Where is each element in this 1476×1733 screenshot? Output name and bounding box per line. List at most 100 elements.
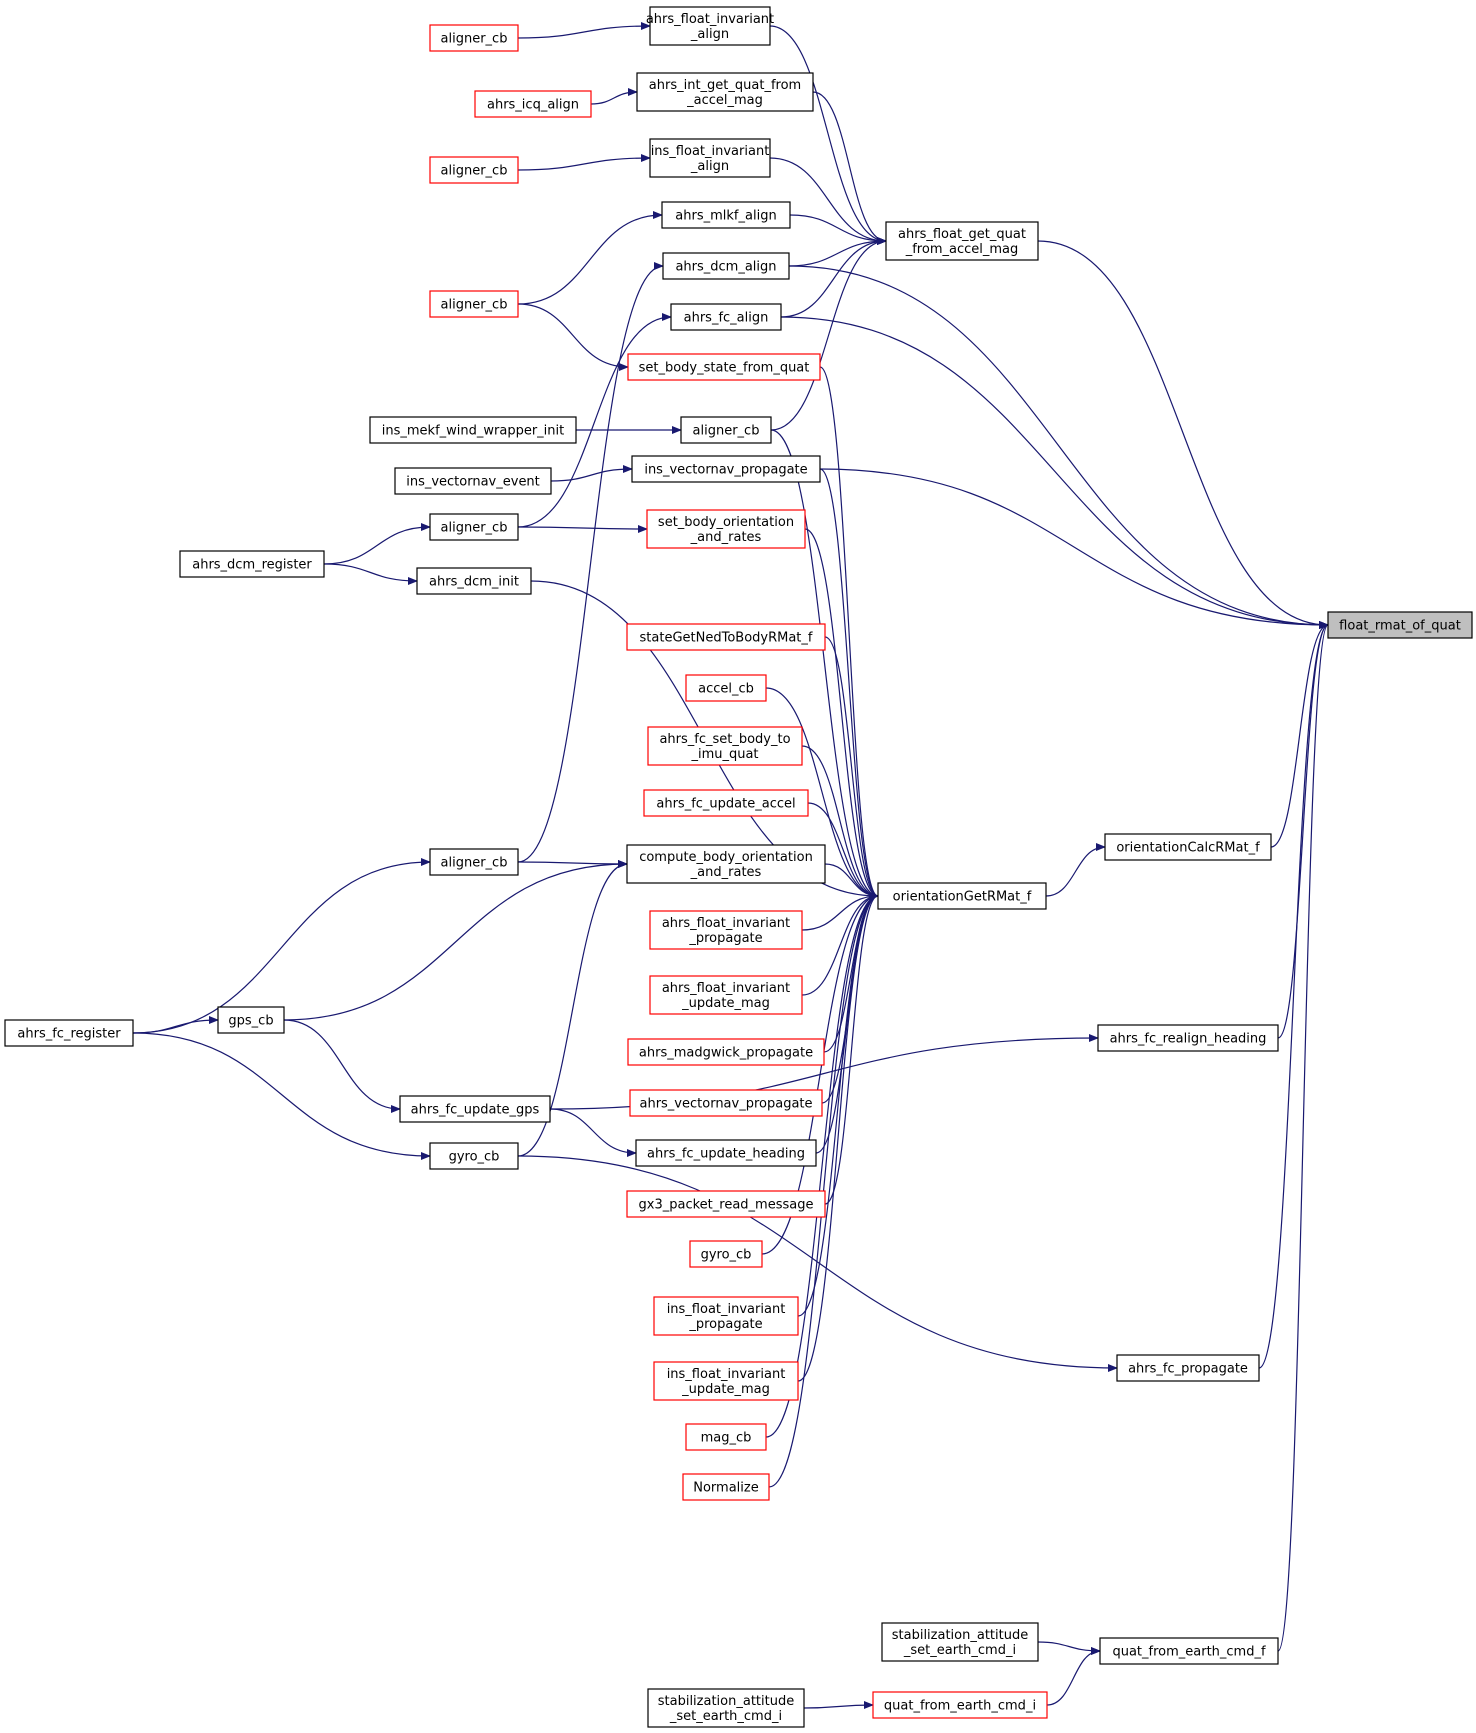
node-label: ahrs_fc_update_gps bbox=[411, 1103, 540, 1118]
edge-accel-cb-to-orientationgetrmat-f bbox=[765, 687, 879, 900]
node-label: set_body_orientation bbox=[658, 515, 794, 530]
edge-set-body-orientation-and-rates-to-orientationgetrmat-f bbox=[804, 528, 879, 900]
edge-ahrs-mlkf-align-to-ahrs-float-get-quat-from-accel-mag bbox=[789, 214, 887, 245]
edge-ahrs-fc-update-accel-to-orientationgetrmat-f bbox=[807, 802, 879, 900]
node-ahrs-float-invariant-update-mag[interactable]: ahrs_float_invariant_update_mag bbox=[649, 975, 803, 1015]
node-ahrs-int-get-quat-from-accel-mag[interactable]: ahrs_int_get_quat_from_accel_mag bbox=[636, 72, 814, 112]
node-gps-cb[interactable]: gps_cb bbox=[217, 1006, 285, 1034]
node-ahrs-fc-align[interactable]: ahrs_fc_align bbox=[670, 303, 782, 331]
node-label: _imu_quat bbox=[690, 747, 758, 762]
node-label: ahrs_fc_update_heading bbox=[647, 1147, 805, 1162]
node-label: ahrs_float_get_quat bbox=[898, 227, 1026, 242]
edge-ins-vectornav-propagate-to-float-rmat-of-quat bbox=[819, 468, 1329, 629]
node-ahrs-fc-propagate[interactable]: ahrs_fc_propagate bbox=[1116, 1354, 1260, 1382]
node-ins-float-invariant-propagate[interactable]: ins_float_invariant_propagate bbox=[653, 1296, 799, 1336]
node-ahrs-madgwick-propagate[interactable]: ahrs_madgwick_propagate bbox=[627, 1038, 825, 1066]
node-ahrs-fc-realign-heading[interactable]: ahrs_fc_realign_heading bbox=[1097, 1024, 1279, 1052]
node-label: ahrs_fc_update_accel bbox=[656, 797, 795, 812]
node-box bbox=[626, 844, 826, 884]
node-box bbox=[626, 1190, 826, 1218]
node-ahrs-icq-align[interactable]: ahrs_icq_align bbox=[474, 90, 592, 118]
node-label: gyro_cb bbox=[449, 1150, 500, 1165]
node-box bbox=[399, 1095, 551, 1123]
node-label: _propagate bbox=[688, 931, 762, 946]
node-box bbox=[685, 674, 767, 702]
node-ins-float-invariant-align[interactable]: ins_float_invariant_align bbox=[649, 138, 771, 178]
node-label: _align bbox=[690, 159, 729, 174]
node-aligner-cb[interactable]: aligner_cb bbox=[429, 156, 519, 184]
node-orientationgetrmat-f[interactable]: orientationGetRMat_f bbox=[877, 882, 1047, 910]
node-ins-vectornav-event[interactable]: ins_vectornav_event bbox=[394, 467, 552, 495]
node-ins-float-invariant-update-mag[interactable]: ins_float_invariant_update_mag bbox=[653, 1361, 799, 1401]
node-ahrs-float-get-quat-from-accel-mag[interactable]: ahrs_float_get_quat_from_accel_mag bbox=[885, 221, 1039, 261]
node-ahrs-fc-register[interactable]: ahrs_fc_register bbox=[4, 1019, 134, 1047]
node-ahrs-mlkf-align[interactable]: ahrs_mlkf_align bbox=[661, 201, 791, 229]
node-mag-cb[interactable]: mag_cb bbox=[685, 1423, 767, 1451]
node-label: ahrs_dcm_register bbox=[192, 558, 312, 573]
node-ahrs-fc-set-body-to-imu-quat[interactable]: ahrs_fc_set_body_to_imu_quat bbox=[647, 726, 803, 766]
node-box bbox=[682, 1473, 770, 1501]
node-ins-mekf-wind-wrapper-init[interactable]: ins_mekf_wind_wrapper_init bbox=[369, 416, 577, 444]
node-ahrs-float-invariant-align[interactable]: ahrs_float_invariant_align bbox=[646, 6, 774, 46]
edge-stabilization-attitude-set-earth-cmd-i-to-quat-from-earth-cmd-f bbox=[1037, 1641, 1101, 1655]
node-stategetnedtobodyrmat-f[interactable]: stateGetNedToBodyRMat_f bbox=[626, 623, 826, 651]
node-ahrs-fc-update-heading[interactable]: ahrs_fc_update_heading bbox=[635, 1139, 817, 1167]
node-aligner-cb[interactable]: aligner_cb bbox=[429, 24, 519, 52]
node-label: ahrs_fc_align bbox=[684, 311, 769, 326]
node-accel-cb[interactable]: accel_cb bbox=[685, 674, 767, 702]
edge-gyro-cb-to-ahrs-fc-propagate bbox=[517, 1155, 1118, 1372]
edge-mag-cb-to-orientationgetrmat-f bbox=[765, 892, 879, 1438]
node-ins-vectornav-propagate[interactable]: ins_vectornav_propagate bbox=[631, 455, 821, 483]
node-gyro-cb[interactable]: gyro_cb bbox=[689, 1240, 763, 1268]
edge-ahrs-float-invariant-align-to-ahrs-float-get-quat-from-accel-mag bbox=[769, 25, 887, 245]
node-box bbox=[429, 1142, 519, 1170]
edge-ahrs-dcm-register-to-ahrs-dcm-init bbox=[323, 563, 418, 585]
edge-ahrs-float-invariant-propagate-to-orientationgetrmat-f bbox=[801, 892, 879, 931]
node-stabilization-attitude-set-earth-cmd-i[interactable]: stabilization_attitude_set_earth_cmd_i bbox=[881, 1622, 1039, 1662]
node-set-body-state-from-quat[interactable]: set_body_state_from_quat bbox=[627, 353, 821, 381]
node-quat-from-earth-cmd-i[interactable]: quat_from_earth_cmd_i bbox=[872, 1691, 1048, 1719]
node-box bbox=[1097, 1024, 1279, 1052]
edge-ahrs-fc-update-gps-to-ahrs-fc-update-heading bbox=[549, 1108, 637, 1157]
node-compute-body-orientation-and-rates[interactable]: compute_body_orientation_and_rates bbox=[626, 844, 826, 884]
node-ahrs-fc-update-gps[interactable]: ahrs_fc_update_gps bbox=[399, 1095, 551, 1123]
node-box bbox=[4, 1019, 134, 1047]
node-ahrs-dcm-align[interactable]: ahrs_dcm_align bbox=[662, 252, 790, 280]
node-label: _set_earth_cmd_i bbox=[903, 1643, 1016, 1658]
node-ahrs-dcm-register[interactable]: ahrs_dcm_register bbox=[179, 550, 325, 578]
node-aligner-cb[interactable]: aligner_cb bbox=[429, 513, 519, 541]
node-label: set_body_state_from_quat bbox=[639, 361, 810, 376]
node-gx3-packet-read-message[interactable]: gx3_packet_read_message bbox=[626, 1190, 826, 1218]
node-box bbox=[646, 509, 806, 549]
node-aligner-cb[interactable]: aligner_cb bbox=[429, 290, 519, 318]
nodes-layer: aligner_cbahrs_icq_alignaligner_cbaligne… bbox=[4, 6, 1473, 1728]
edge-aligner-cb-to-ahrs-float-invariant-align bbox=[517, 22, 651, 39]
node-box bbox=[626, 623, 826, 651]
edge-ahrs-fc-realign-heading-to-float-rmat-of-quat bbox=[1277, 621, 1329, 1039]
node-label: _and_rates bbox=[690, 530, 762, 545]
edge-ins-vectornav-event-to-ins-vectornav-propagate bbox=[550, 465, 633, 482]
node-float-rmat-of-quat[interactable]: float_rmat_of_quat bbox=[1327, 611, 1473, 639]
node-normalize[interactable]: Normalize bbox=[682, 1473, 770, 1501]
node-quat-from-earth-cmd-f[interactable]: quat_from_earth_cmd_f bbox=[1099, 1637, 1279, 1665]
node-box bbox=[394, 467, 552, 495]
node-label: ahrs_int_get_quat_from bbox=[649, 78, 801, 93]
node-ahrs-vectornav-propagate[interactable]: ahrs_vectornav_propagate bbox=[629, 1089, 823, 1117]
edge-ins-float-invariant-align-to-ahrs-float-get-quat-from-accel-mag bbox=[769, 157, 887, 245]
node-ahrs-dcm-init[interactable]: ahrs_dcm_init bbox=[416, 567, 532, 595]
node-stabilization-attitude-set-earth-cmd-i[interactable]: stabilization_attitude_set_earth_cmd_i bbox=[647, 1688, 805, 1728]
edge-ins-float-invariant-propagate-to-orientationgetrmat-f bbox=[797, 892, 879, 1317]
node-box bbox=[653, 1296, 799, 1336]
node-aligner-cb[interactable]: aligner_cb bbox=[429, 848, 519, 876]
edge-aligner-cb-to-ahrs-dcm-align bbox=[517, 262, 664, 863]
edges-layer bbox=[132, 22, 1329, 1710]
node-box bbox=[647, 726, 803, 766]
node-set-body-orientation-and-rates[interactable]: set_body_orientation_and_rates bbox=[646, 509, 806, 549]
edge-quat-from-earth-cmd-f-to-float-rmat-of-quat bbox=[1277, 621, 1329, 1652]
node-orientationcalcrmat-f[interactable]: orientationCalcRMat_f bbox=[1104, 833, 1272, 861]
node-ahrs-float-invariant-propagate[interactable]: ahrs_float_invariant_propagate bbox=[649, 910, 803, 950]
node-aligner-cb[interactable]: aligner_cb bbox=[680, 416, 772, 444]
edge-ahrs-fc-register-to-gps-cb bbox=[132, 1016, 219, 1034]
node-ahrs-fc-update-accel[interactable]: ahrs_fc_update_accel bbox=[643, 789, 809, 817]
node-gyro-cb[interactable]: gyro_cb bbox=[429, 1142, 519, 1170]
